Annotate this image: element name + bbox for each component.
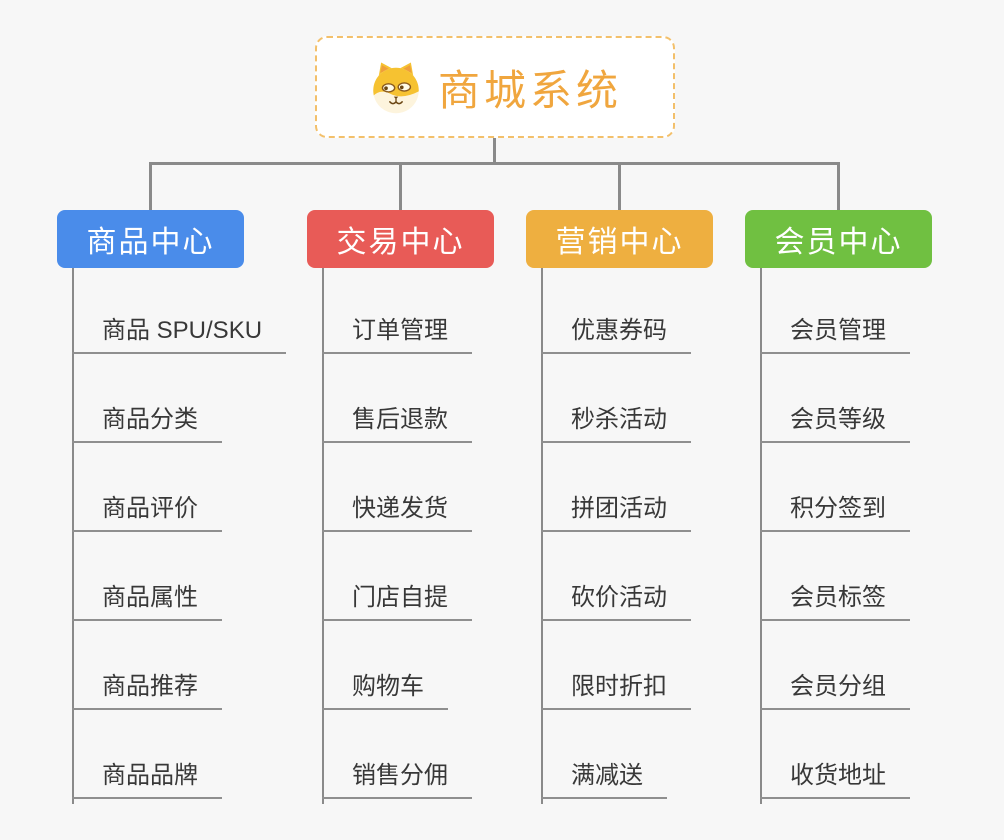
child-node[interactable]: 会员分组	[760, 673, 910, 710]
child-node[interactable]: 拼团活动	[541, 495, 691, 532]
root-node-label: 商城系统	[437, 66, 622, 114]
connector-horizontal-bar	[149, 162, 840, 165]
connector-branch-line	[322, 268, 324, 804]
child-node[interactable]: 购物车	[322, 673, 448, 710]
dog-face-icon	[373, 62, 419, 114]
child-node[interactable]: 商品推荐	[72, 673, 222, 710]
branch-header-product-center[interactable]: 商品中心	[57, 210, 244, 268]
child-node[interactable]: 快递发货	[322, 495, 472, 532]
child-node[interactable]: 商品品牌	[72, 762, 222, 799]
child-node[interactable]: 销售分佣	[322, 762, 472, 799]
branch-trade-center: 交易中心 订单管理 售后退款 快递发货 门店自提 购物车 销售分佣	[307, 210, 494, 804]
branch-header-label: 会员中心	[774, 226, 903, 259]
branch-header-label: 商品中心	[86, 226, 215, 259]
connector-drop-product	[149, 162, 152, 210]
child-node[interactable]: 商品分类	[72, 406, 222, 443]
branch-product-center: 商品中心 商品 SPU/SKU 商品分类 商品评价 商品属性 商品推荐 商品品牌	[57, 210, 287, 804]
connector-drop-trade	[399, 162, 402, 210]
branch-header-label: 营销中心	[555, 226, 684, 259]
connector-branch-line	[541, 268, 543, 804]
child-node[interactable]: 门店自提	[322, 584, 472, 621]
child-node[interactable]: 商品 SPU/SKU	[72, 317, 287, 354]
child-node[interactable]: 满减送	[541, 762, 667, 799]
connector-drop-marketing	[618, 162, 621, 210]
branch-header-member-center[interactable]: 会员中心	[745, 210, 932, 268]
branch-marketing-center: 营销中心 优惠券码 秒杀活动 拼团活动 砍价活动 限时折扣 满减送	[526, 210, 713, 804]
root-node[interactable]: 商城系统	[315, 36, 675, 138]
connector-branch-line	[760, 268, 762, 804]
child-node[interactable]: 订单管理	[322, 317, 472, 354]
branch-header-label: 交易中心	[336, 226, 465, 259]
child-node[interactable]: 售后退款	[322, 406, 472, 443]
child-node[interactable]: 会员标签	[760, 584, 910, 621]
child-node[interactable]: 会员等级	[760, 406, 910, 443]
child-node[interactable]: 限时折扣	[541, 673, 691, 710]
branch-header-marketing-center[interactable]: 营销中心	[526, 210, 713, 268]
child-node[interactable]: 收货地址	[760, 762, 910, 799]
child-node[interactable]: 会员管理	[760, 317, 910, 354]
child-node[interactable]: 秒杀活动	[541, 406, 691, 443]
child-node[interactable]: 积分签到	[760, 495, 910, 532]
child-node[interactable]: 商品评价	[72, 495, 222, 532]
branch-header-trade-center[interactable]: 交易中心	[307, 210, 494, 268]
connector-drop-member	[837, 162, 840, 210]
child-node[interactable]: 商品属性	[72, 584, 222, 621]
child-node[interactable]: 优惠券码	[541, 317, 691, 354]
connector-root-trunk	[493, 138, 496, 164]
connector-branch-line	[72, 268, 74, 804]
branch-member-center: 会员中心 会员管理 会员等级 积分签到 会员标签 会员分组 收货地址	[745, 210, 932, 804]
child-node[interactable]: 砍价活动	[541, 584, 691, 621]
